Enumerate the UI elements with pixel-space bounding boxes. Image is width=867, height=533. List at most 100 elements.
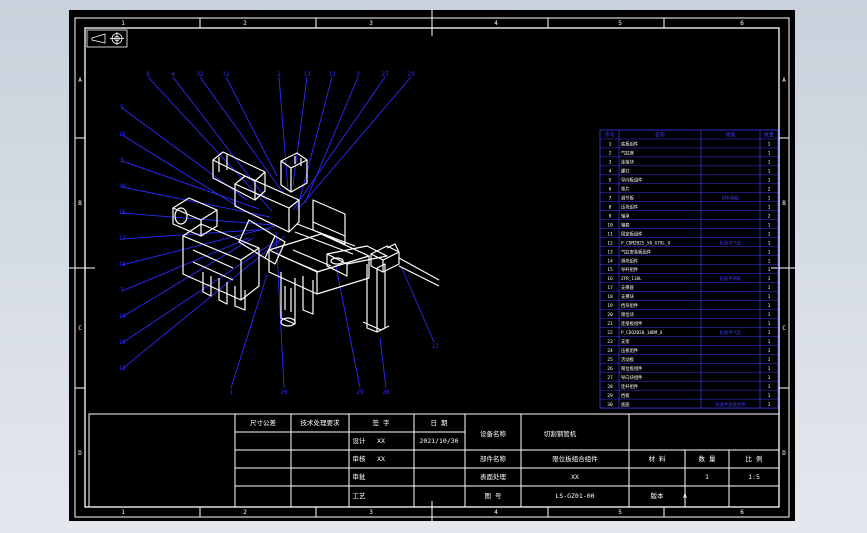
bom-cell-spec: 标准件滑轨 xyxy=(720,275,742,282)
zone-bottom-6: 6 xyxy=(740,509,744,516)
label-craft: 工艺 xyxy=(353,492,367,500)
balloon-label: 15 xyxy=(118,209,126,216)
zone-right-d: D xyxy=(782,450,786,457)
bom-cell-qty: 1 xyxy=(768,151,771,157)
bom-cell-name: 滑块组件 xyxy=(621,257,639,264)
bom-cell-no: 28 xyxy=(607,384,613,390)
bom-cell-qty: 1 xyxy=(768,348,771,354)
bom-cell-name: 气缸安装板组件 xyxy=(621,248,652,255)
zone-left-b: B xyxy=(78,200,82,207)
bom-cell-name: 支架 xyxy=(621,338,630,345)
bom-cell-qty: 1 xyxy=(768,276,771,282)
bom-cell-no: 26 xyxy=(607,366,613,372)
bom-cell-qty: 1 xyxy=(768,366,771,372)
bom-cell-no: 3 xyxy=(609,160,612,166)
bom-cell-no: 24 xyxy=(607,348,613,354)
bom-cell-no: 8 xyxy=(609,204,612,210)
value-scale: 1:5 xyxy=(748,473,760,481)
bom-cell-name: 限位块 xyxy=(621,311,635,318)
label-qty: 数 量 xyxy=(699,454,716,463)
bom-cell-no: 4 xyxy=(609,169,612,175)
balloon-label: 3 xyxy=(356,71,360,78)
label-version: 版本 xyxy=(651,491,665,500)
balloon-label: 29 xyxy=(356,389,364,396)
bom-cell-no: 25 xyxy=(607,357,613,363)
bom-cell-qty: 1 xyxy=(768,294,771,300)
zone-bottom-4: 4 xyxy=(494,509,498,516)
label-tech-req: 技术处理要求 xyxy=(301,418,341,427)
bom-cell-no: 22 xyxy=(607,330,613,336)
bom-cell-no: 15 xyxy=(607,267,613,273)
zone-right-b: B xyxy=(782,200,786,207)
bom-cell-name: P_CDQ2B20_10DM_U xyxy=(621,330,663,336)
bom-cell-qty: 1 xyxy=(768,231,771,237)
inner-border xyxy=(84,27,780,508)
bom-cell-name: 挡板 xyxy=(621,392,630,399)
bom-cell-no: 27 xyxy=(607,375,613,381)
bom-cell-no: 17 xyxy=(607,285,613,291)
value-part-name: 限位板组合组件 xyxy=(552,454,598,463)
label-scale: 比 例 xyxy=(746,454,763,463)
bom-cell-spec: 标准件底座组件 xyxy=(715,401,746,408)
value-version: A xyxy=(683,492,687,500)
bom-cell-qty: 1 xyxy=(768,240,771,246)
label-material: 材 料 xyxy=(649,454,666,463)
projection-symbol xyxy=(86,29,128,48)
bom-cell-qty: 1 xyxy=(768,178,771,184)
balloon-label: 18 xyxy=(118,261,126,268)
bom-cell-name: 轴套 xyxy=(621,221,630,228)
zone-bottom-2: 2 xyxy=(243,509,247,516)
balloon-label: 4 xyxy=(171,71,175,78)
bom-cell-qty: 1 xyxy=(768,357,771,363)
bom-cell-spec: 材料钢板 xyxy=(722,194,740,201)
label-device-name: 设备名称 xyxy=(480,429,507,438)
balloon-label: 13 xyxy=(303,71,311,78)
bom-cell-no: 29 xyxy=(607,393,613,399)
bom-cell-name: 压块组件 xyxy=(621,203,639,210)
zone-right-a: A xyxy=(782,77,786,84)
bom-cell-no: 30 xyxy=(607,402,613,408)
balloon-label: 10 xyxy=(118,131,126,138)
bom-cell-qty: 1 xyxy=(768,258,771,264)
bom-cell-no: 12 xyxy=(607,240,613,246)
bom-cell-qty: 1 xyxy=(768,142,771,148)
bom-cell-qty: 1 xyxy=(768,312,771,318)
bom-cell-no: 1 xyxy=(609,142,612,148)
label-dim-req: 尺寸公差 xyxy=(250,418,277,427)
balloon-label: 9 xyxy=(120,104,124,111)
label-drawing-no: 图 号 xyxy=(485,492,502,500)
bom-header-cell: 规格 xyxy=(725,132,735,139)
bom-cell-name: 支撑座 xyxy=(621,284,635,291)
zone-top-5: 5 xyxy=(618,20,622,27)
bom-cell-qty: 1 xyxy=(768,402,771,408)
zone-top-1: 1 xyxy=(121,20,125,27)
bom-cell-name: 固定板组件 xyxy=(621,230,643,237)
bom-cell-name: P_CDM2B25_50_G79L_U xyxy=(621,240,671,246)
zone-left-c: C xyxy=(78,325,82,332)
center-marks xyxy=(69,10,795,521)
balloon-label: 1 xyxy=(229,389,233,396)
balloon-label: 17 xyxy=(118,235,126,242)
bom-cell-no: 5 xyxy=(609,178,612,184)
zone-left-d: D xyxy=(78,450,82,457)
bom-cell-name: 调节板 xyxy=(621,194,635,201)
label-review: 审批 xyxy=(353,472,367,481)
zone-right-c: C xyxy=(782,325,786,332)
bom-cell-no: 11 xyxy=(607,231,613,237)
zone-left-a: A xyxy=(78,77,82,84)
bom-cell-qty: 1 xyxy=(768,169,771,175)
bom-cell-qty: 1 xyxy=(768,249,771,255)
bom-cell-name: 导向板组件 xyxy=(621,177,643,184)
bom-cell-no: 19 xyxy=(607,303,613,309)
bom-cell-no: 9 xyxy=(609,213,612,219)
balloon-label: 12 xyxy=(431,343,439,350)
bom-cell-spec: 标准件气缸 xyxy=(720,239,742,246)
zone-top-2: 2 xyxy=(243,20,247,27)
bom-cell-name: 活动板 xyxy=(621,356,635,363)
balloon-label: 20 xyxy=(280,389,288,396)
bom-cell-name: 垫片 xyxy=(621,185,630,192)
bom-cell-qty: 1 xyxy=(768,285,771,291)
title-block xyxy=(88,413,780,508)
balloon-label: 27 xyxy=(381,71,389,78)
bom-cell-no: 13 xyxy=(607,249,613,255)
